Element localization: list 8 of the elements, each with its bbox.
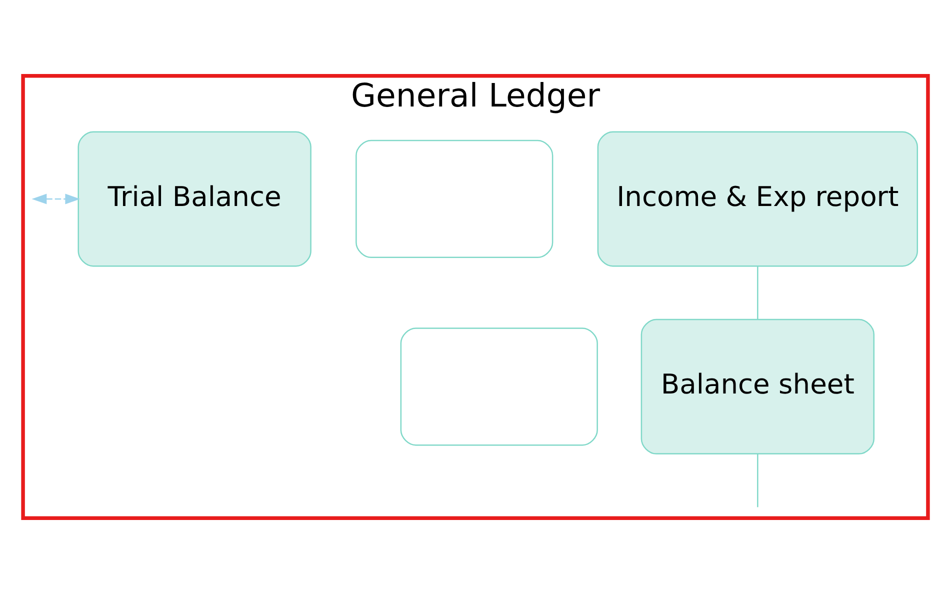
connector xyxy=(757,266,758,320)
node-box: Trial Balance xyxy=(78,131,312,267)
node-box xyxy=(400,328,598,446)
arrow xyxy=(32,194,80,204)
node-box xyxy=(356,140,554,258)
node-box: Income & Exp report xyxy=(597,131,918,267)
connector xyxy=(757,454,758,508)
node-box: Balance sheet xyxy=(640,318,875,454)
